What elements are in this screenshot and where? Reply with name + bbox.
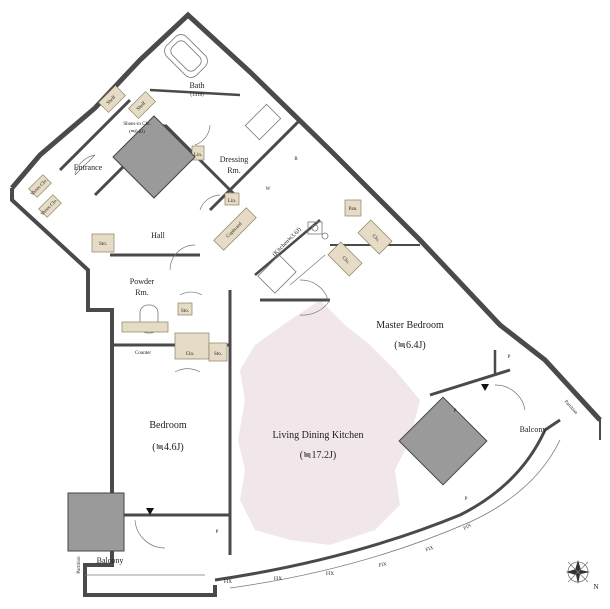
kitchen-size-label: (Kitchen≒3.6J) [271, 226, 303, 258]
toilet [139, 304, 159, 334]
pipe-space-label: P [454, 409, 457, 414]
bathtub [164, 34, 208, 78]
balcony-right-label: Balcony [520, 425, 547, 434]
closet-label: Clo. [371, 234, 381, 244]
pipe-space-label: P [508, 355, 511, 360]
storage-blocks [28, 85, 393, 362]
counter-label: Counter [135, 351, 151, 356]
fix-window-label: FIX [326, 572, 334, 577]
entry-arrow [481, 384, 489, 391]
entrance-label: Entrance [74, 163, 103, 172]
bath-label: Bath [189, 81, 204, 90]
fix-window-label: FIX [425, 546, 435, 554]
storage-label: Sto. [181, 309, 189, 314]
master-bedroom-label: Master Bedroom [376, 320, 444, 331]
structural-column [112, 115, 196, 199]
powder-room-label-2: Rm. [135, 288, 149, 297]
exterior-walls [10, 11, 602, 597]
dressing-label-2: Rm. [227, 166, 241, 175]
bedroom-size: (≒4.6J) [152, 442, 183, 453]
shelf-label: Shelf [136, 101, 147, 112]
storage-label: Sto. [99, 242, 107, 247]
pipe-space-label: P [216, 530, 219, 535]
hall-label: Hall [151, 231, 166, 240]
fix-window-label: FIX [463, 523, 473, 532]
compass-north-label: N [593, 583, 598, 591]
linen-label: Lin. [194, 153, 202, 158]
refrigerator-label: R [294, 157, 298, 162]
partition-label: Partition [563, 400, 579, 417]
bedroom-label: Bedroom [149, 420, 186, 431]
shoes-in-clo-label: Shoes-in Clo. [123, 122, 150, 127]
fix-window-label: FIX [378, 562, 387, 569]
entry-arrow [146, 508, 154, 515]
partition-label: Partition [77, 556, 82, 574]
storage-label: Sto. [214, 352, 222, 357]
ldk-size: (≒17.2J) [300, 450, 336, 461]
compass-icon [566, 560, 590, 584]
linen-label: Lin. [228, 199, 236, 204]
burner [321, 232, 329, 240]
structural-column [398, 396, 488, 486]
fix-window-label: FIX [274, 577, 282, 582]
fix-window-label: FIX [224, 580, 232, 585]
bath-size: (1418) [190, 93, 204, 98]
washer-label: W [266, 187, 271, 192]
closet-label: Clo. [186, 352, 194, 357]
door-swings [74, 124, 526, 549]
master-bedroom-size: (≒6.4J) [394, 340, 425, 351]
structural-column [67, 492, 125, 552]
balcony-left-label: Balcony [97, 556, 124, 565]
living-floor-highlight [238, 300, 420, 545]
kitchen-sink [257, 254, 297, 294]
stove-top [307, 221, 323, 235]
burner [311, 224, 319, 232]
shoes-in-clo-size: (≒0.8J) [129, 130, 145, 135]
dressing-label: Dressing [220, 155, 248, 164]
washbasin [244, 103, 282, 141]
pipe-space-label: P [465, 497, 468, 502]
powder-room-label: Powder [130, 277, 155, 286]
ldk-label: Living Dining Kitchen [272, 430, 363, 441]
pantry-label: Pan. [349, 207, 358, 212]
shelf-label: Shelf [106, 95, 117, 106]
closet-label: Clo. [341, 256, 351, 266]
